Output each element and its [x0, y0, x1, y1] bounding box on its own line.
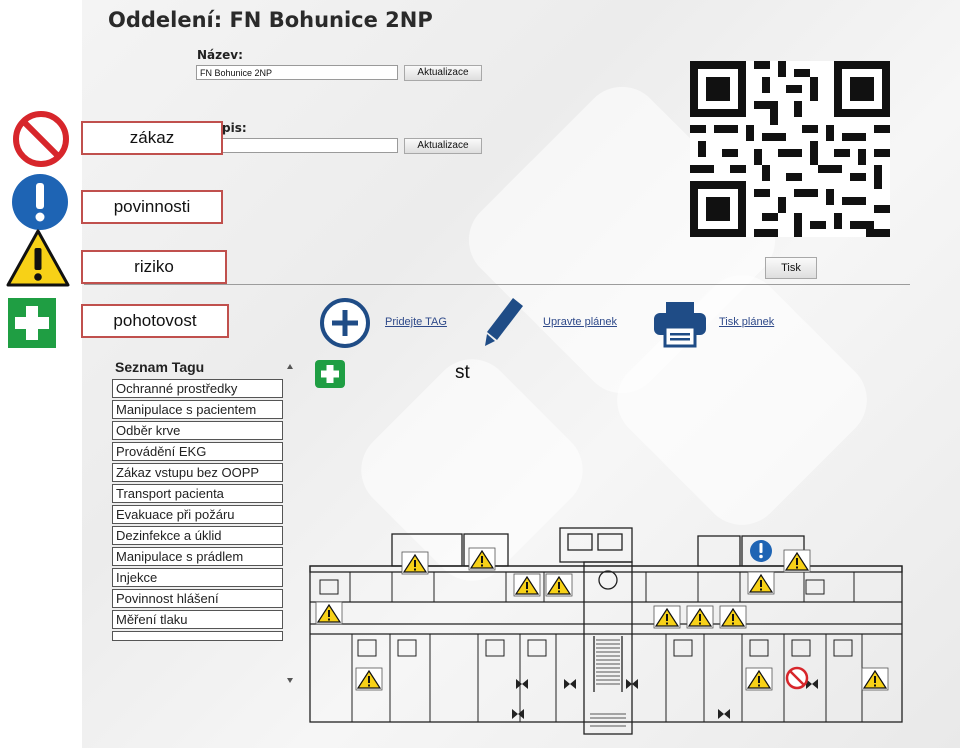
warning-icon [315, 601, 343, 625]
legend-label-prohibition: zákaz [81, 121, 223, 155]
warning-icon [545, 573, 573, 597]
description-input[interactable] [196, 138, 398, 153]
list-item[interactable]: Injekce [112, 568, 283, 587]
warning-icon [747, 571, 775, 595]
tag-list-title: Seznam Tagu [115, 359, 205, 375]
warning-icon [745, 667, 773, 691]
list-item[interactable]: Dezinfekce a úklid [112, 526, 283, 545]
floor-plan[interactable] [306, 524, 910, 736]
edit-plan-link[interactable]: Upravte plánek [543, 316, 617, 328]
tag-list[interactable]: Seznam Tagu Ochranné prostředky Manipula… [111, 358, 297, 688]
name-label: Název: [197, 48, 243, 62]
list-item[interactable]: Evakuace při požáru [112, 505, 283, 524]
list-item[interactable]: Zákaz vstupu bez OOPP [112, 463, 283, 482]
list-item[interactable]: Manipulace s prádlem [112, 547, 283, 566]
legend-label-warning: riziko [81, 250, 227, 284]
update-description-button[interactable]: Aktualizace [404, 138, 482, 154]
warning-icon [783, 549, 811, 573]
warning-icon [401, 551, 429, 575]
list-item[interactable]: Provádění EKG [112, 442, 283, 461]
warning-icon [861, 667, 889, 691]
mandatory-icon [750, 540, 772, 562]
printer-icon[interactable] [652, 300, 708, 348]
prohibition-icon [785, 666, 809, 690]
warning-icon [686, 605, 714, 629]
prohibition-icon [13, 111, 69, 167]
print-button[interactable]: Tisk [765, 257, 817, 279]
mandatory-icon [12, 174, 68, 230]
legend-label-first-aid: pohotovost [81, 304, 229, 338]
warning-icon [513, 573, 541, 597]
add-tag-link[interactable]: Pridejte TAG [385, 316, 447, 328]
add-tag-icon[interactable] [318, 297, 372, 349]
list-item[interactable]: Měření tlaku [112, 610, 283, 629]
warning-icon [468, 547, 496, 571]
name-input[interactable]: FN Bohunice 2NP [196, 65, 398, 80]
description-label: pis: [222, 121, 247, 135]
list-item[interactable]: Odběr krve [112, 421, 283, 440]
list-item[interactable]: Ochranné prostředky [112, 379, 283, 398]
tag-list-items: Ochranné prostředky Manipulace s pacient… [112, 379, 283, 643]
page-title: Oddelení: FN Bohunice 2NP [108, 8, 433, 32]
list-item[interactable]: Povinnost hlášení [112, 589, 283, 608]
list-item[interactable]: Transport pacienta [112, 484, 283, 503]
warning-icon [6, 229, 70, 287]
chevron-up-icon [287, 364, 293, 369]
update-name-button[interactable]: Aktualizace [404, 65, 482, 81]
warning-icon [355, 667, 383, 691]
list-item[interactable]: Manipulace s pacientem [112, 400, 283, 419]
legend-label-mandatory: povinnosti [81, 190, 223, 224]
qr-code [690, 61, 890, 237]
overlay-text: st [455, 362, 470, 383]
pencil-icon[interactable] [483, 296, 525, 348]
warning-icon [653, 605, 681, 629]
print-plan-link[interactable]: Tisk plánek [719, 316, 775, 328]
chevron-down-icon [287, 678, 293, 683]
divider [84, 284, 910, 285]
warning-icon [719, 605, 747, 629]
first-aid-icon [8, 298, 56, 348]
tag-list-scrollbar[interactable] [284, 358, 296, 688]
scrollbar-arrows [287, 364, 293, 683]
list-item[interactable] [112, 631, 283, 641]
first-aid-icon [315, 360, 345, 388]
